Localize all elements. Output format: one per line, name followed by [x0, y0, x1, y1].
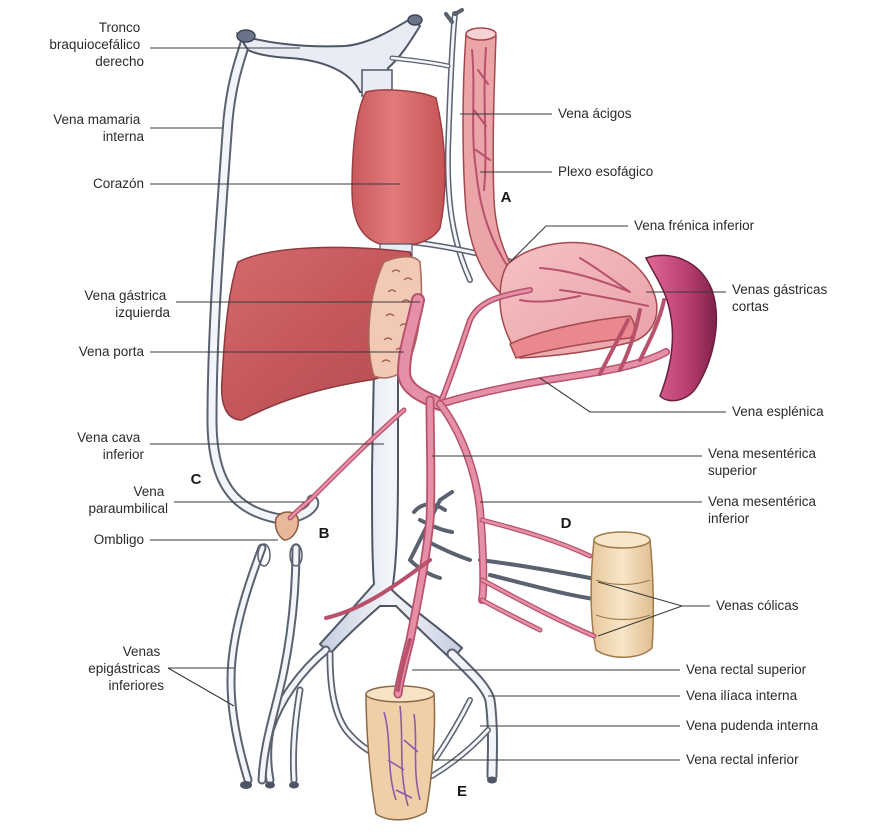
label-gastricas-cortas-line-2: cortas — [732, 299, 769, 314]
label-mes-sup: Vena mesentérica superior — [708, 446, 820, 478]
label-corazon: Corazón — [93, 176, 144, 191]
label-rectal-sup: Vena rectal superior — [686, 662, 807, 677]
labels-left: Tronco braquiocefálico derecho Vena mama… — [49, 20, 170, 693]
label-pudenda-line-1: Vena pudenda interna — [686, 718, 819, 733]
esofago-opening — [466, 28, 496, 40]
label-acigos: Vena ácigos — [558, 106, 632, 121]
label-gastricas-cortas-line-1: Venas gástricas — [732, 282, 828, 297]
label-gastricas-cortas: Venas gástricas cortas — [732, 282, 831, 314]
label-tronco-line-2: braquiocefálico — [49, 37, 140, 52]
label-mes-inf: Vena mesentérica inferior — [708, 494, 820, 526]
label-plexo: Plexo esofágico — [558, 164, 653, 179]
label-esplenica: Vena esplénica — [732, 404, 824, 419]
region-letter-e: E — [457, 783, 467, 800]
venas-epigastricas-vessel — [231, 548, 262, 780]
label-pudenda: Vena pudenda interna — [686, 718, 819, 733]
retroperitoneal-veins — [410, 492, 470, 578]
label-cava-line-2: inferior — [103, 447, 145, 462]
region-letter-c: C — [191, 471, 202, 488]
label-tronco-line-1: Tronco — [99, 20, 141, 35]
region-letter-d: D — [561, 515, 572, 532]
label-cava-line-1: Vena cava — [77, 430, 141, 445]
label-epigastricas-line-1: Venas — [123, 644, 161, 659]
label-ombligo: Ombligo — [94, 532, 144, 547]
label-mamaria: Vena mamaria interna — [53, 112, 144, 144]
label-mes-inf-line-1: Vena mesentérica — [708, 494, 817, 509]
label-porta: Vena porta — [79, 344, 145, 359]
label-esplenica-line-1: Vena esplénica — [732, 404, 824, 419]
label-porta-line-1: Vena porta — [79, 344, 145, 359]
label-gastrica-izq: Vena gástrica izquierda — [84, 288, 170, 320]
label-iliaca: Vena ilíaca interna — [686, 688, 798, 703]
label-corazon-line-1: Corazón — [93, 176, 144, 191]
label-tronco-line-3: derecho — [95, 54, 144, 69]
region-letter-b: B — [319, 525, 330, 542]
label-epigastricas-line-3: inferiores — [108, 678, 164, 693]
label-gastrica-izq-line-1: Vena gástrica — [84, 288, 166, 303]
label-paraumbilical: Vena paraumbilical — [88, 484, 168, 516]
label-acigos-line-1: Vena ácigos — [558, 106, 632, 121]
label-rectal-sup-line-1: Vena rectal superior — [686, 662, 807, 677]
label-colicas-line-1: Venas cólicas — [716, 598, 799, 613]
subclavian-opening — [408, 15, 422, 25]
label-paraumbilical-line-1: Vena — [133, 484, 164, 499]
label-paraumbilical-line-2: paraumbilical — [88, 501, 168, 516]
corazon-organ — [352, 90, 445, 246]
epigastric-end-1 — [240, 781, 252, 789]
colon-opening — [594, 532, 650, 548]
label-cava: Vena cava inferior — [77, 430, 144, 462]
label-rectal-inf-line-1: Vena rectal inferior — [686, 752, 799, 767]
label-mes-sup-line-2: superior — [708, 463, 757, 478]
label-colicas: Venas cólicas — [716, 598, 799, 613]
label-epigastricas: Venas epigástricas inferiores — [88, 644, 164, 693]
label-gastrica-izq-line-2: izquierda — [115, 305, 170, 320]
region-letter-a: A — [501, 189, 512, 206]
label-ombligo-line-1: Ombligo — [94, 532, 144, 547]
leader-epigastricas — [168, 668, 234, 706]
epigastric-end-2 — [265, 782, 275, 789]
label-tronco: Tronco braquiocefálico derecho — [49, 20, 144, 69]
vena-esplenica-lumen — [440, 352, 666, 404]
colic-systemic-veins — [480, 560, 600, 600]
label-plexo-line-1: Plexo esofágico — [558, 164, 653, 179]
label-mes-sup-line-1: Vena mesentérica — [708, 446, 817, 461]
label-frenica-line-1: Vena frénica inferior — [634, 218, 755, 233]
label-frenica: Vena frénica inferior — [634, 218, 755, 233]
label-mes-inf-line-2: inferior — [708, 511, 750, 526]
label-iliaca-line-1: Vena ilíaca interna — [686, 688, 798, 703]
tronco-opening — [237, 30, 255, 42]
labels-right: Vena ácigos Plexo esofágico Vena frénica… — [558, 106, 831, 767]
iliac-end — [487, 777, 497, 784]
label-epigastricas-line-2: epigástricas — [88, 661, 160, 676]
label-rectal-inf: Vena rectal inferior — [686, 752, 799, 767]
label-mamaria-line-1: Vena mamaria — [53, 112, 141, 127]
label-mamaria-line-2: interna — [103, 129, 145, 144]
epigastric-end-3 — [289, 782, 299, 789]
